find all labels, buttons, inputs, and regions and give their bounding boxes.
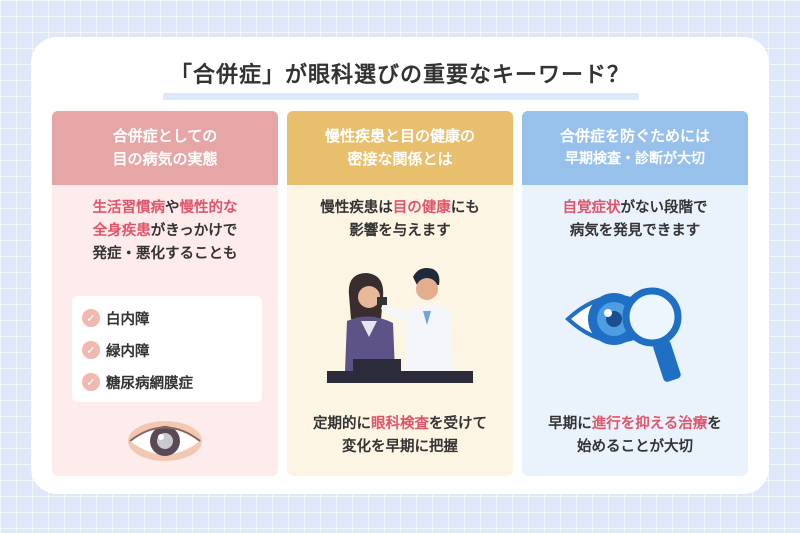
eye-exam-doctor-icon — [327, 268, 473, 383]
text-line: 始めることが大切 — [522, 436, 748, 459]
infographic-card: 「合併症」が眼科選びの重要なキーワード？ 合併症としての 目の病気の実態 生活習… — [31, 37, 769, 494]
highlight-text: 進行を抑える治療 — [591, 416, 708, 432]
text-line: 影響を与えます — [287, 220, 513, 243]
title-underline — [163, 93, 639, 100]
plain-text: 始めることが大切 — [577, 439, 693, 455]
highlight-text: 生活習慣病 — [92, 200, 166, 216]
text-line: 発症・悪化することも — [52, 243, 278, 266]
highlight-text: 慢性的な — [179, 200, 238, 216]
checklist-item: ✓ 緑内障 — [82, 334, 262, 366]
highlight-text: 全身疾患 — [92, 223, 151, 239]
column-body-text: 慢性疾患は目の健康にも影響を与えます — [287, 197, 513, 243]
page-title: 「合併症」が眼科選びの重要なキーワード？ — [169, 63, 630, 88]
check-icon: ✓ — [82, 309, 100, 327]
text-line: 慢性疾患は目の健康にも — [287, 197, 513, 220]
column-prevention: 合併症を防ぐためには 早期検査・診断が大切 自覚症状がない段階で病気を発見できま… — [522, 111, 748, 476]
plain-text: がない段階で — [620, 200, 708, 216]
highlight-text: 眼科検査 — [371, 416, 429, 432]
column-header: 合併症としての 目の病気の実態 — [52, 111, 278, 185]
text-line: 自覚症状がない段階で — [522, 197, 748, 220]
check-icon: ✓ — [82, 373, 100, 391]
eye-magnifier-icon — [565, 287, 682, 382]
column-complications: 合併症としての 目の病気の実態 生活習慣病や慢性的な全身疾患がきっかけで発症・悪… — [52, 111, 278, 476]
column-header: 慢性疾患と目の健康の 密接な関係とは — [287, 111, 513, 185]
cataract-eye-icon — [128, 421, 202, 461]
plain-text: 早期に — [548, 416, 592, 432]
column-chronic-disease: 慢性疾患と目の健康の 密接な関係とは 慢性疾患は目の健康にも影響を与えます 定期… — [287, 111, 513, 476]
disease-checklist: ✓ 白内障 ✓ 緑内障 ✓ 糖尿病網膜症 — [72, 296, 262, 402]
plain-text: 病気を発見できます — [569, 223, 701, 239]
highlight-text: 自覚症状 — [562, 200, 621, 216]
column-header-line: 合併症としての — [112, 127, 218, 145]
text-line: 全身疾患がきっかけで — [52, 220, 278, 243]
text-line: 病気を発見できます — [522, 220, 748, 243]
checklist-item-label: 白内障 — [106, 311, 150, 328]
text-line: 早期に進行を抑える治療を — [522, 413, 748, 436]
text-line: 変化を早期に把握 — [287, 436, 513, 459]
plain-text: 慢性疾患は — [320, 200, 393, 216]
plain-text: がきっかけで — [150, 223, 238, 239]
text-line: 生活習慣病や慢性的な — [52, 197, 278, 220]
checklist-item: ✓ 白内障 — [82, 302, 262, 334]
plain-text: を受けて — [429, 416, 487, 432]
column-body-text: 自覚症状がない段階で病気を発見できます — [522, 197, 748, 243]
column-footer-text: 早期に進行を抑える治療を始めることが大切 — [522, 413, 748, 459]
highlight-text: 目の健康 — [392, 200, 451, 216]
plain-text: にも — [450, 200, 480, 216]
plain-text: 変化を早期に把握 — [342, 439, 458, 455]
column-body-text: 生活習慣病や慢性的な全身疾患がきっかけで発症・悪化することも — [52, 197, 278, 266]
plain-text: や — [165, 200, 180, 216]
column-header-line: 合併症を防ぐためには — [559, 127, 710, 145]
column-header: 合併症を防ぐためには 早期検査・診断が大切 — [522, 111, 748, 185]
plain-text: 影響を与えます — [349, 223, 451, 239]
check-icon: ✓ — [82, 341, 100, 359]
text-line: 定期的に眼科検査を受けて — [287, 413, 513, 436]
plain-text: 発症・悪化することも — [92, 246, 238, 262]
plain-text: を — [707, 416, 722, 432]
column-header-line: 早期検査・診断が大切 — [565, 151, 705, 167]
column-header-line: 目の病気の実態 — [112, 150, 218, 168]
column-header-line: 密接な関係とは — [347, 150, 453, 168]
column-header-line: 慢性疾患と目の健康の — [324, 127, 475, 145]
checklist-item-label: 糖尿病網膜症 — [106, 375, 193, 392]
plain-text: 定期的に — [313, 416, 371, 432]
checklist-item: ✓ 糖尿病網膜症 — [82, 366, 262, 398]
column-footer-text: 定期的に眼科検査を受けて変化を早期に把握 — [287, 413, 513, 459]
checklist-item-label: 緑内障 — [106, 343, 150, 360]
